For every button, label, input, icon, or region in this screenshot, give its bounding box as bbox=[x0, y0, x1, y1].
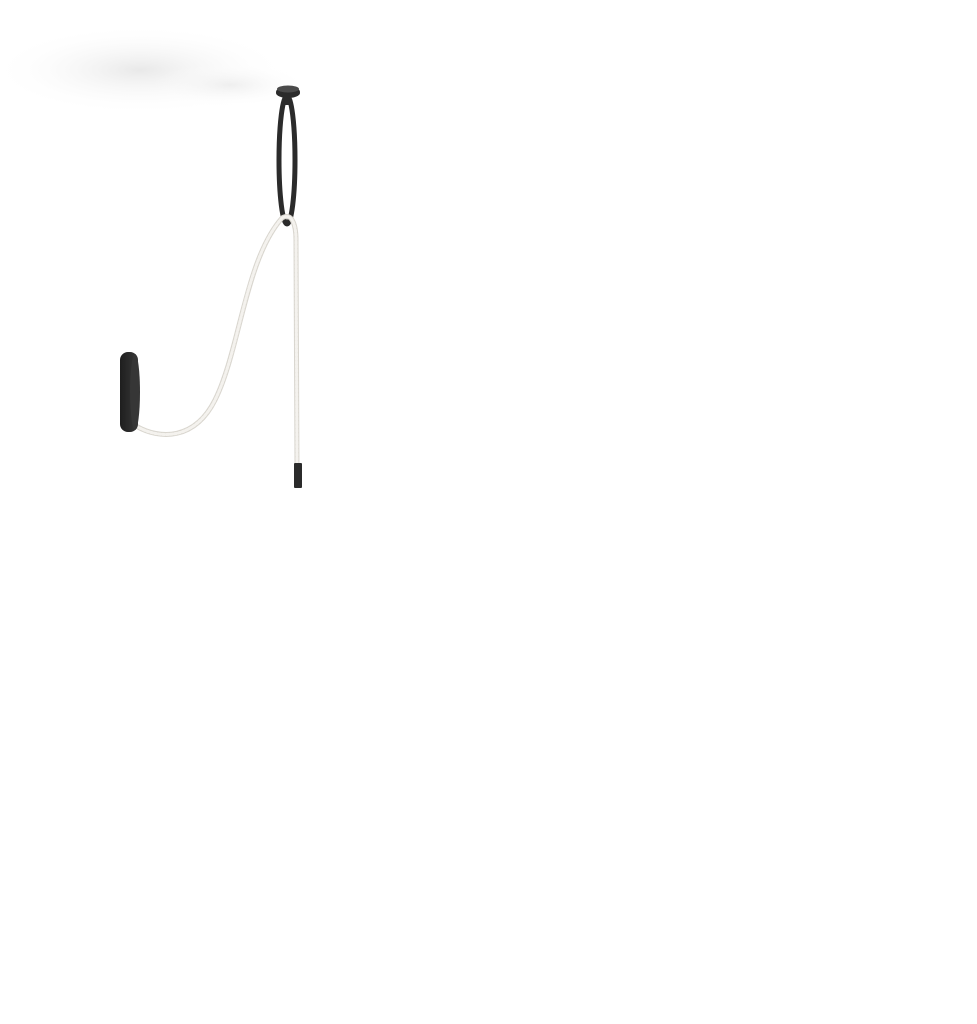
ring-hook-icon bbox=[276, 93, 298, 227]
ceiling-canopy-icon bbox=[276, 85, 300, 98]
ceiling-shadow bbox=[0, 25, 310, 115]
wall-disc-icon bbox=[120, 352, 140, 432]
cord-terminal-icon bbox=[294, 463, 302, 488]
fabric-cord bbox=[133, 214, 300, 473]
